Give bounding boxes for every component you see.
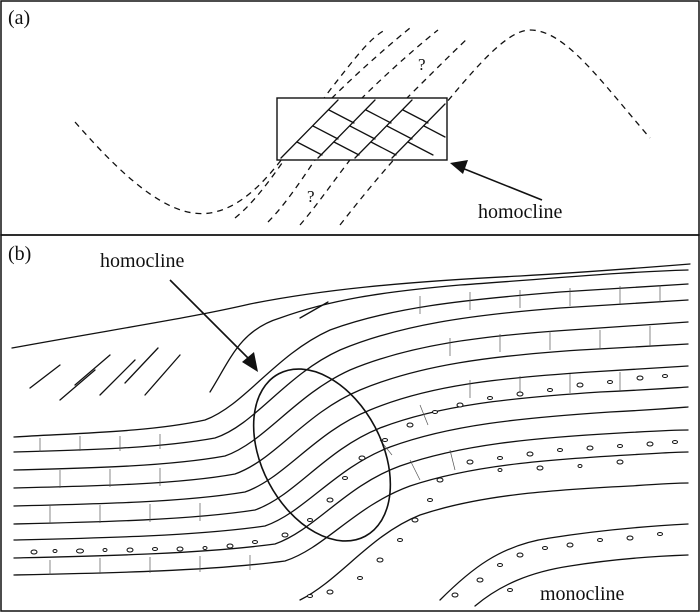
panel-b-frame <box>0 234 700 612</box>
stratum-b3 <box>13 299 689 453</box>
stratum-b1 <box>209 269 689 393</box>
stratum-b4 <box>13 321 689 471</box>
dashed-stratum-2 <box>234 27 411 219</box>
homocline-brick-pattern <box>280 99 446 159</box>
stratum-b10 <box>13 451 689 576</box>
dashed-stratum-4 <box>299 37 469 226</box>
stratum-b5 <box>13 343 689 489</box>
stratum-b13 <box>474 554 689 607</box>
panel-b-homocline-label: homocline <box>100 250 185 272</box>
panel-b: (b) <box>0 234 700 612</box>
conglomerate-dots <box>30 374 678 598</box>
cross-ticks <box>39 285 661 575</box>
dashed-stratum-3 <box>267 29 439 223</box>
stratum-b8 <box>13 406 689 541</box>
homocline-arrow-b-shaft <box>169 279 253 363</box>
upper-mass-outline <box>11 263 691 349</box>
dashed-stratum-5 <box>339 29 651 226</box>
homocline-box <box>276 97 448 161</box>
homocline-arrow-a-head <box>450 160 468 174</box>
homocline-arrow-a-shaft <box>461 167 543 201</box>
homocline-ellipse <box>252 368 392 542</box>
panel-b-tag: (b) <box>8 243 31 265</box>
question-mark-upper: ? <box>418 55 426 74</box>
panel-a-tag: (a) <box>8 7 30 29</box>
stratum-b2 <box>13 283 689 438</box>
dashed-stratum-1 <box>74 29 386 215</box>
stratum-b7 <box>13 386 689 525</box>
panel-b-monocline-label: monocline <box>540 583 625 605</box>
question-mark-lower: ? <box>307 187 315 206</box>
stratum-b11 <box>299 482 689 601</box>
folded-strata <box>13 269 689 607</box>
panel-a: (a) <box>0 0 700 236</box>
stratum-b6 <box>13 365 689 507</box>
panel-a-homocline-label: homocline <box>478 201 563 223</box>
homocline-arrow-b-head <box>242 352 258 372</box>
homocline-box-frame <box>276 97 448 161</box>
stratum-b12 <box>439 523 689 601</box>
stratum-b9 <box>13 429 689 559</box>
